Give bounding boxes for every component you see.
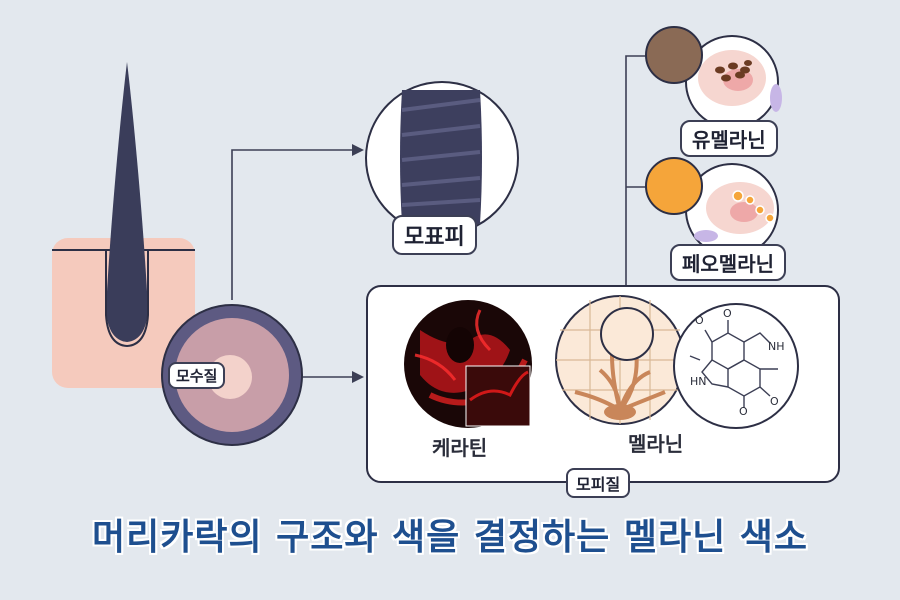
arrow-heads bbox=[352, 144, 364, 383]
eumelanin-label: 유멜라닌 bbox=[680, 120, 778, 157]
arrow-cortex-icon bbox=[352, 371, 364, 383]
pheomelanin-swatch bbox=[645, 157, 703, 215]
cortex-region-label: 모피질 bbox=[566, 468, 631, 498]
keratin-image bbox=[404, 300, 532, 428]
skin-illustration bbox=[52, 62, 195, 388]
melanin-chemical-structure bbox=[673, 303, 799, 429]
eumelanin-illustration bbox=[645, 26, 782, 129]
cuticle-label: 모표피 bbox=[392, 215, 477, 255]
pheomelanin-label: 페오멜라닌 bbox=[670, 244, 786, 281]
page-title: 머리카락의 구조와 색을 결정하는 멜라닌 색소 bbox=[92, 517, 808, 558]
cuticle-zoom bbox=[365, 81, 519, 235]
chem-o-label-3: O bbox=[739, 405, 748, 418]
hair-cross-section bbox=[161, 304, 303, 446]
eumelanin-swatch bbox=[645, 26, 703, 84]
hair-strand bbox=[106, 62, 148, 342]
melanin-magnifier bbox=[600, 307, 654, 361]
arrow-cuticle-icon bbox=[352, 144, 364, 156]
chem-nh-bottom-label: HN bbox=[690, 375, 707, 388]
chem-nh-top-label: NH bbox=[768, 340, 785, 353]
melanin-cells-image bbox=[555, 295, 685, 425]
line-to-cuticle bbox=[231, 149, 358, 300]
cortex-medulla-label: 모수질 bbox=[168, 362, 226, 389]
keratin-label: 케라틴 bbox=[432, 436, 488, 460]
melanin-label: 멜라닌 bbox=[628, 432, 684, 456]
chem-o-label-1: O bbox=[695, 314, 704, 327]
line-to-eumelanin bbox=[625, 55, 648, 300]
pheomelanin-illustration bbox=[645, 157, 779, 257]
chem-o-label-2: O bbox=[723, 307, 732, 320]
chem-o-label-4: O bbox=[770, 395, 779, 408]
